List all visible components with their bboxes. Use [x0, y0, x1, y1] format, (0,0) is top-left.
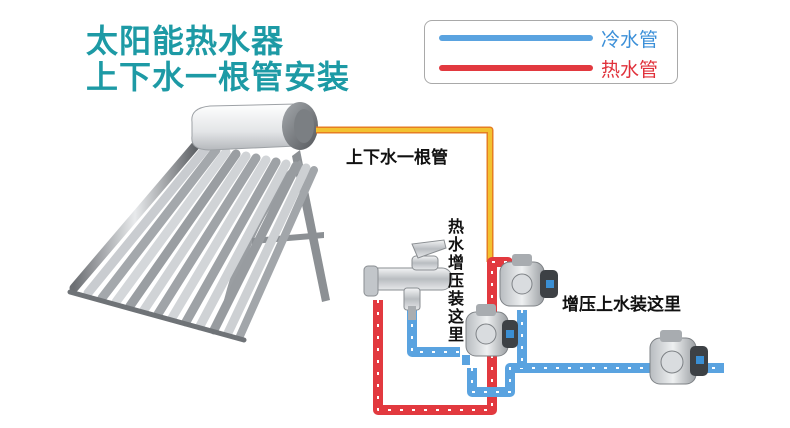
legend-hot-label: 热水管 [601, 59, 659, 81]
vacuum-tube-array [69, 140, 318, 340]
solar-water-heater-icon [67, 102, 330, 343]
single-pipe-label: 上下水一根管 [346, 148, 448, 168]
page-title-line-1: 太阳能热水器 [86, 22, 285, 60]
booster-pump-cold-inlet [649, 330, 708, 385]
mixing-faucet-icon [363, 239, 453, 320]
legend-hot-swatch [439, 65, 593, 71]
legend: 冷水管 热水管 [424, 20, 678, 84]
cold-pump-label: 增压上水装这里 [562, 295, 681, 315]
legend-cold-swatch [439, 35, 593, 41]
booster-pump-hot-upper [499, 254, 558, 307]
booster-pump-hot-lower [465, 304, 518, 357]
legend-cold-label: 冷水管 [601, 29, 659, 51]
booster-pump-icon [465, 254, 708, 385]
shared-supply-return-pipe [316, 126, 494, 262]
hot-pump-label: 热水增压装这里 [447, 217, 464, 344]
page-title-line-2: 上下水一根管安装 [86, 58, 351, 96]
